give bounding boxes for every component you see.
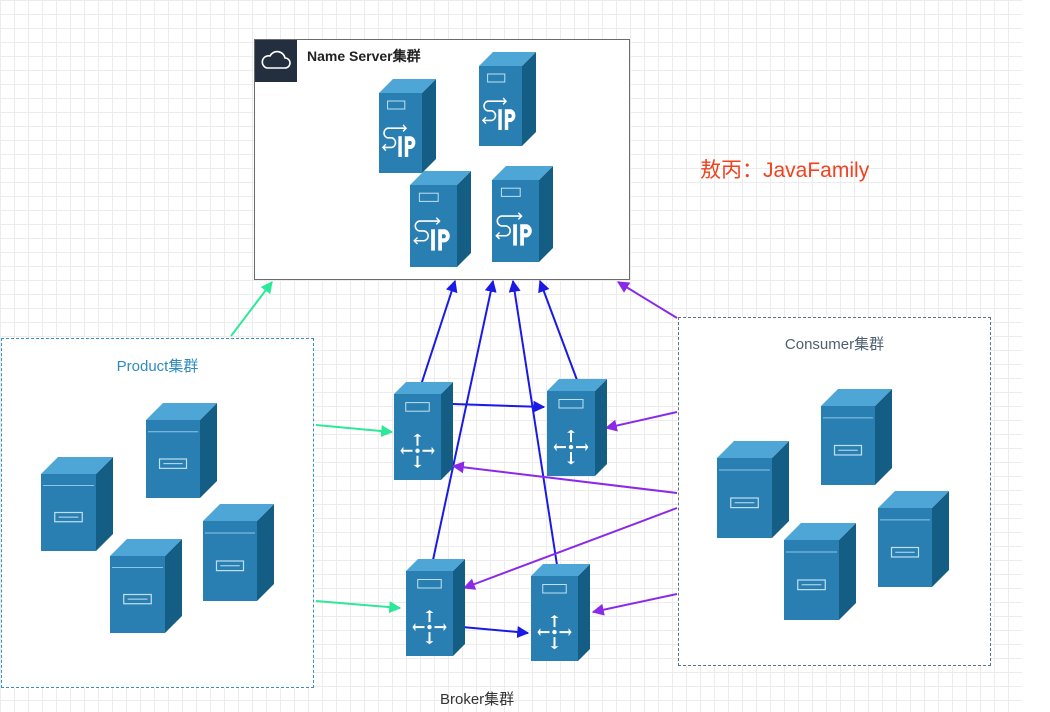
broker-to-nameserver-arrow	[538, 279, 578, 381]
server-icon	[784, 523, 856, 620]
broker-sync-arrow	[461, 626, 530, 638]
producer-to-broker-arrow	[315, 600, 402, 614]
ip-server-icon	[479, 52, 536, 146]
server-icon	[110, 539, 182, 633]
server-icon	[41, 457, 113, 551]
router-server-icon	[406, 559, 465, 656]
consumer-to-broker-arrow	[451, 461, 678, 494]
watermark-text: 敖丙：JavaFamily	[700, 159, 870, 182]
server-icon	[146, 403, 217, 498]
server-icon	[203, 504, 274, 601]
producer-to-nameserver-arrow	[230, 281, 273, 337]
name-server-title: Name Server集群	[307, 48, 421, 64]
server-icon	[717, 441, 789, 538]
router-server-icon	[531, 564, 590, 661]
consumer-to-broker-arrow	[604, 411, 678, 432]
name-server-cluster: Name Server集群	[254, 39, 630, 280]
broker-cluster-label: Broker集群	[440, 691, 515, 708]
broker-to-nameserver-arrow	[420, 279, 458, 386]
producer-title: Product集群	[116, 358, 199, 375]
broker-sync-arrow	[452, 400, 546, 413]
broker-to-nameserver-arrow	[432, 279, 497, 561]
producer-to-broker-arrow	[315, 424, 394, 437]
ip-server-icon	[492, 166, 553, 262]
consumer-to-broker-arrow	[591, 593, 678, 616]
router-server-icon	[394, 382, 453, 480]
ip-server-icon	[410, 171, 471, 267]
router-server-icon	[547, 379, 607, 476]
ip-server-icon	[379, 79, 436, 173]
consumer-to-broker-arrow	[462, 507, 678, 590]
broker-to-nameserver-arrow	[508, 279, 558, 566]
consumer-title: Consumer集群	[784, 336, 885, 353]
cloud-icon	[255, 40, 297, 82]
consumer-to-nameserver-arrow	[616, 281, 678, 319]
server-icon	[878, 491, 949, 587]
server-icon	[821, 389, 892, 485]
canvas-edge	[1022, 0, 1050, 712]
